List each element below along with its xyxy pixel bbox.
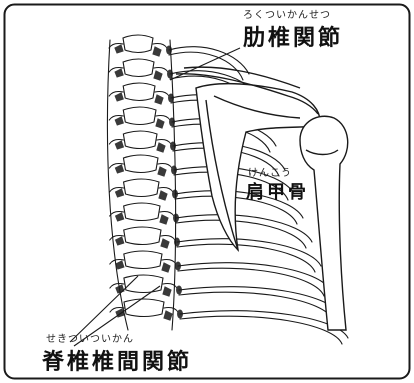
facet-joint-label: 脊椎椎間関節 [42, 344, 192, 376]
vertebra [124, 179, 159, 197]
rib-joint-label: 肋椎関節 [243, 20, 343, 52]
vertebra [124, 251, 162, 269]
diagram-border [5, 5, 410, 379]
scapula-label: 肩甲骨 [246, 178, 309, 204]
rib-joint-reading: ろくついかんせつ [243, 6, 331, 21]
vertebra [123, 131, 157, 149]
vertebra [124, 203, 160, 221]
vertebra [123, 83, 155, 101]
scapula-reading: けんこう [248, 164, 292, 179]
vertebra [123, 107, 156, 125]
facet-joint-reading: せきついついかん [46, 330, 134, 345]
vertebra [123, 35, 153, 53]
vertebra [124, 299, 164, 317]
vertebra [123, 59, 154, 77]
vertebra [124, 227, 161, 245]
vertebra [123, 155, 158, 173]
